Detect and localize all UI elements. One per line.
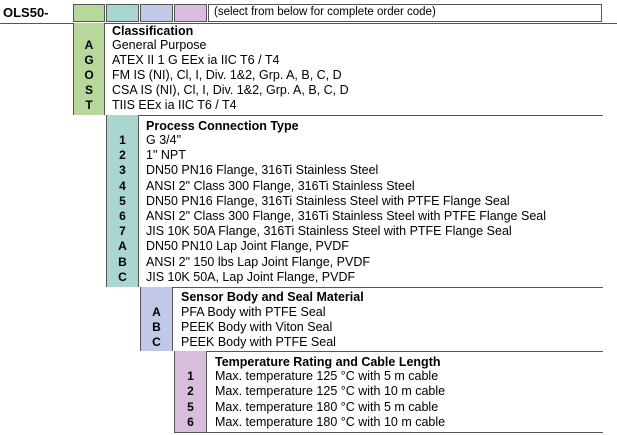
sensor-label: PFA Body with PTFE Seal: [181, 305, 326, 319]
process-item: 5 DN50 PN16 Flange, 316Ti Stainless Steel…: [106, 194, 606, 209]
process-item: B ANSI 2" 150 lbs Lap Joint Flange, PVDF: [106, 255, 606, 270]
sensor-label: PEEK Body with Viton Seal: [181, 320, 333, 334]
classification-code: A: [84, 38, 94, 52]
classification-label: CSA IS (NI), Cl, I, Div. 1&2, Grp. A, B,…: [112, 83, 349, 97]
process-label: ANSI 2" Class 300 Flange, 316Ti Stainles…: [146, 209, 546, 223]
process-label: ANSI 2" Class 300 Flange, 316Ti Stainles…: [146, 178, 415, 193]
process-label: DN50 PN16 Flange, 316Ti Stainless Steel …: [146, 193, 510, 208]
sensor-code: C: [152, 335, 161, 349]
sensor-code-box: [140, 4, 173, 22]
order-code-note: (select from below for complete order co…: [214, 6, 436, 18]
process-label: DN50 PN16 Flange, 316Ti Stainless Steel: [146, 163, 379, 178]
sensor-divider: [140, 287, 603, 288]
temperature-item: 6 Max. temperature 180 °C with 10 m cable: [174, 415, 604, 430]
process-code: 1: [119, 133, 126, 147]
process-code: C: [118, 269, 127, 284]
process-item: 7 JIS 10K 50A Flange, 316Ti Stainless Ste…: [106, 224, 606, 239]
classification-code: T: [85, 98, 93, 112]
temperature-code: 1: [187, 369, 194, 383]
temperature-code-column: [174, 351, 207, 433]
classification-code-column: [73, 23, 105, 115]
process-label: 1" NPT: [146, 148, 186, 163]
process-label: JIS 10K 50A, Lap Joint Flange, PVDF: [146, 269, 356, 284]
classification-label: TIIS EEx ia IIC T6 / T4: [112, 98, 237, 112]
temperature-title: Temperature Rating and Cable Length: [215, 355, 441, 369]
process-item: 6 ANSI 2" Class 300 Flange, 316Ti Stainle…: [106, 209, 606, 224]
process-item: 1 G 3/4": [106, 133, 606, 148]
process-code: 3: [119, 163, 126, 178]
classification-item: G ATEX II 1 G EEx ia IIC T6 / T4: [73, 53, 603, 68]
process-code: A: [118, 239, 127, 254]
sensor-item: A PFA Body with PTFE Seal: [140, 305, 600, 320]
table-bottom-line: [174, 432, 603, 433]
temperature-code: 5: [187, 399, 194, 414]
process-item: A DN50 PN10 Lap Joint Flange, PVDF: [106, 239, 606, 254]
process-code-column: [106, 115, 139, 287]
temperature-code: 6: [187, 414, 194, 429]
process-label: ANSI 2" 150 lbs Lap Joint Flange, PVDF: [146, 254, 370, 269]
classification-title: Classification: [112, 24, 194, 38]
classification-label: ATEX II 1 G EEx ia IIC T6 / T4: [112, 53, 280, 67]
classification-label: FM IS (NI), Cl, I, Div. 1&2, Grp. A, B, …: [112, 68, 342, 82]
process-title: Process Connection Type: [146, 119, 299, 133]
classification-code: S: [84, 83, 93, 97]
classification-code: O: [84, 68, 94, 82]
process-item: 2 1" NPT: [106, 148, 606, 163]
classification-item: S CSA IS (NI), Cl, I, Div. 1&2, Grp. A, B…: [73, 83, 603, 98]
sensor-item: C PEEK Body with PTFE Seal: [140, 335, 600, 350]
temperature-item: 2 Max. temperature 125 °C with 10 m cable: [174, 384, 604, 399]
process-code-box: [106, 4, 139, 22]
sensor-code-column: [140, 287, 173, 351]
temperature-code-box: [174, 4, 207, 22]
classification-item: O FM IS (NI), Cl, I, Div. 1&2, Grp. A, B,…: [73, 68, 603, 83]
process-code: 4: [119, 178, 126, 193]
temperature-code: 2: [187, 384, 194, 399]
classification-code: G: [84, 53, 94, 67]
temperature-label: Max. temperature 180 °C with 5 m cable: [215, 399, 439, 414]
sensor-title: Sensor Body and Seal Material: [181, 290, 364, 304]
sensor-code: B: [152, 320, 161, 334]
process-code: 2: [119, 148, 126, 163]
classification-item: T TIIS EEx ia IIC T6 / T4: [73, 98, 603, 113]
classification-item: A General Purpose: [73, 38, 603, 53]
process-code: 6: [119, 209, 126, 223]
process-item: 4 ANSI 2" Class 300 Flange, 316Ti Stainle…: [106, 179, 606, 194]
sensor-code: A: [152, 305, 161, 319]
temperature-item: 1 Max. temperature 125 °C with 5 m cable: [174, 369, 604, 384]
process-item: C JIS 10K 50A, Lap Joint Flange, PVDF: [106, 270, 606, 285]
process-code: B: [118, 254, 127, 269]
temperature-divider: [174, 351, 603, 352]
temperature-label: Max. temperature 180 °C with 10 m cable: [215, 414, 446, 429]
order-code-note-box: [208, 4, 602, 22]
sensor-label: PEEK Body with PTFE Seal: [181, 335, 336, 349]
process-label: JIS 10K 50A Flange, 316Ti Stainless Stee…: [146, 224, 512, 239]
process-code: 5: [119, 193, 126, 208]
process-code: 7: [119, 224, 126, 239]
process-label: DN50 PN10 Lap Joint Flange, PVDF: [146, 239, 349, 254]
model-prefix: OLS50-: [3, 5, 49, 20]
sensor-item: B PEEK Body with Viton Seal: [140, 320, 600, 335]
classification-label: General Purpose: [112, 38, 207, 52]
temperature-label: Max. temperature 125 °C with 5 m cable: [215, 369, 439, 383]
header-underline: [0, 23, 617, 24]
process-divider: [106, 115, 603, 116]
process-item: 3 DN50 PN16 Flange, 316Ti Stainless Steel: [106, 163, 606, 178]
classification-code-box: [73, 4, 105, 22]
temperature-label: Max. temperature 125 °C with 10 m cable: [215, 384, 446, 399]
process-label: G 3/4": [146, 133, 182, 147]
temperature-item: 5 Max. temperature 180 °C with 5 m cable: [174, 400, 604, 415]
